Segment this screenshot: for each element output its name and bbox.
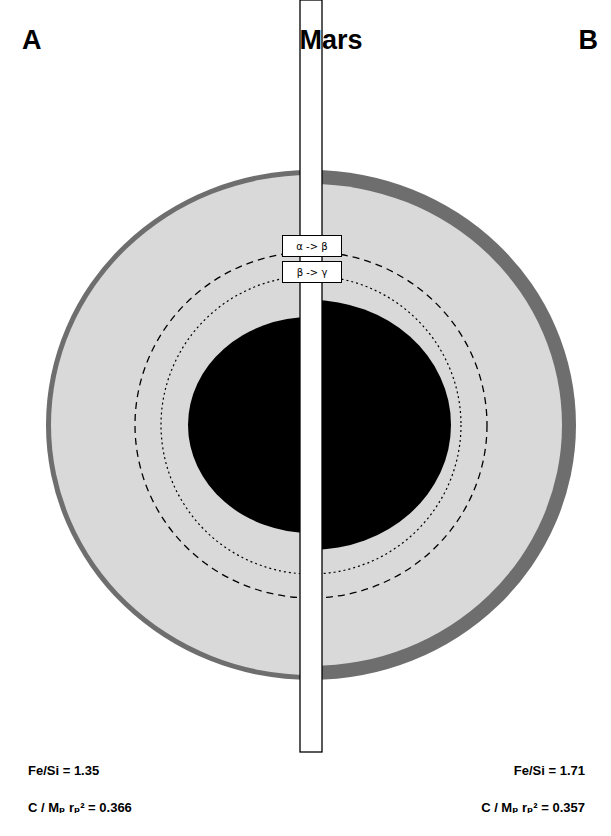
diagram-title: Mars — [299, 25, 362, 56]
transition-box: α -> β — [282, 235, 342, 257]
ratio-value: Fe/Si = 1.35 — [28, 763, 99, 778]
transition-label: β -> γ — [297, 267, 328, 278]
transition-box: β -> γ — [282, 261, 342, 283]
panel-letter: A — [22, 25, 42, 56]
moment-value: C / Mₚ rₚ² = 0.366 — [28, 800, 132, 815]
divider-bar — [300, 0, 322, 752]
moment-value: C / Mₚ rₚ² = 0.357 — [481, 800, 585, 815]
model-b-half — [311, 170, 576, 680]
ratio-value: Fe/Si = 1.71 — [514, 763, 585, 778]
panel-letter: B — [579, 25, 599, 56]
transition-label: α -> β — [296, 241, 327, 252]
model-a-half — [46, 170, 311, 680]
